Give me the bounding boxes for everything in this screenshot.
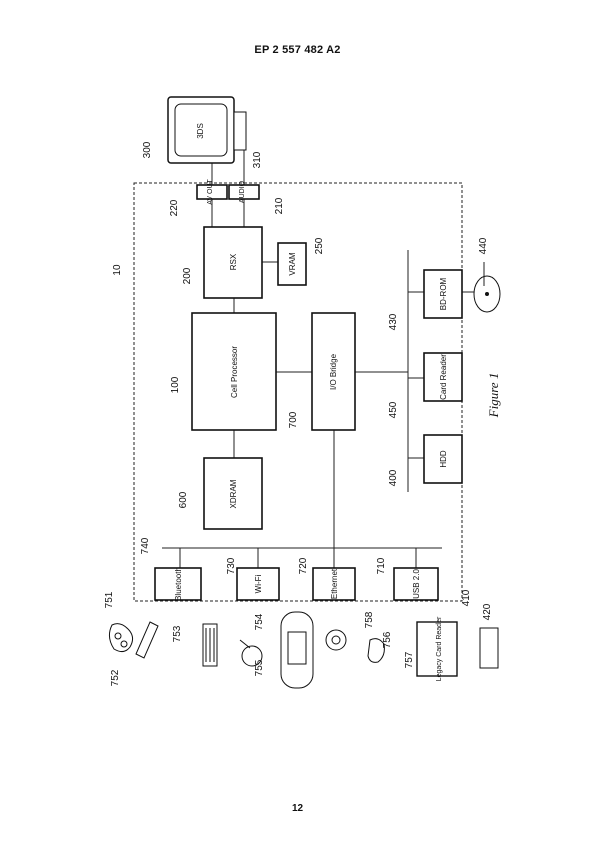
card-reader-label: Card Reader: [439, 354, 448, 400]
ref-100: 100: [170, 376, 181, 393]
wifi-label: Wi-Fi: [254, 574, 263, 593]
ref-751: 751: [104, 591, 115, 608]
ref-757: 757: [404, 651, 415, 668]
ref-440: 440: [478, 237, 489, 254]
ethernet-block: Ethernet: [312, 567, 356, 601]
ref-754: 754: [254, 613, 265, 630]
ref-600: 600: [178, 491, 189, 508]
audio-label: AUDIO: [239, 180, 246, 203]
ref-710: 710: [376, 557, 387, 574]
ref-752: 752: [110, 669, 121, 686]
ref-10: 10: [112, 264, 123, 276]
ref-400: 400: [388, 469, 399, 486]
av-out-label: AV OUT: [207, 179, 214, 205]
ref-410: 410: [461, 589, 472, 606]
connection-lines: [162, 150, 485, 575]
display-device: 3DS: [167, 96, 247, 164]
io-bridge-label: I/O Bridge: [329, 353, 338, 390]
cell-processor-block: Cell Processor: [191, 312, 277, 431]
bd-rom-label: BD-ROM: [439, 277, 448, 310]
usb-label: USB 2.0: [412, 569, 421, 599]
mouse-icon: [241, 645, 263, 667]
audio-block: AUDIO: [228, 180, 260, 203]
ref-720: 720: [298, 557, 309, 574]
ref-310: 310: [252, 151, 263, 168]
card-reader-block: Card Reader: [423, 352, 463, 402]
bluetooth-block: Bluetooth: [154, 567, 202, 601]
usb-block: USB 2.0: [393, 567, 439, 601]
hdd-block: HDD: [423, 434, 463, 484]
av-out-block: AV OUT: [196, 179, 228, 205]
ref-300: 300: [142, 141, 153, 158]
ref-730: 730: [226, 557, 237, 574]
peripheral-sketches: [108, 611, 499, 689]
ref-250: 250: [314, 237, 325, 254]
ref-756: 756: [382, 631, 393, 648]
cell-processor-label: Cell Processor: [230, 346, 239, 398]
handheld-icon: [280, 611, 314, 689]
ref-740: 740: [140, 537, 151, 554]
ref-700: 700: [288, 411, 299, 428]
game-controller-icon: [108, 623, 134, 653]
ref-220: 220: [169, 199, 180, 216]
ref-758: 758: [364, 611, 375, 628]
ref-200: 200: [182, 267, 193, 284]
ref-753: 753: [172, 625, 183, 642]
disc-hole-icon: [485, 292, 489, 296]
ethernet-label: Ethernet: [330, 568, 339, 599]
reference-numerals: 300 310 220 210 10 200 250 440 430 100 7…: [104, 141, 493, 686]
camera-icon: [325, 629, 347, 651]
wifi-block: Wi-Fi: [236, 567, 280, 601]
rsx-block: RSX: [203, 226, 263, 299]
bluetooth-label: Bluetooth: [174, 567, 183, 601]
legacy-card-reader-label: Legacy Card Reader: [436, 616, 443, 681]
bd-rom-block: BD-ROM: [423, 269, 463, 319]
ref-420: 420: [482, 603, 493, 620]
vram-label: VRAM: [288, 252, 297, 275]
xdram-label: XDRAM: [229, 479, 238, 508]
memory-card-icon: [479, 627, 499, 669]
xdram-block: XDRAM: [203, 457, 263, 530]
ref-450: 450: [388, 401, 399, 418]
keyboard-icon: [202, 623, 218, 667]
figure-caption: Figure 1: [486, 373, 501, 419]
patent-header: EP 2 557 482 A2: [254, 44, 341, 56]
page-number: 12: [291, 803, 304, 814]
ref-430: 430: [388, 313, 399, 330]
ref-210: 210: [274, 197, 285, 214]
remote-icon: [135, 621, 159, 659]
display-label: 3DS: [196, 123, 205, 139]
legacy-card-reader-icon: [416, 621, 458, 677]
disc-icon: [473, 275, 501, 313]
vram-block: VRAM: [277, 242, 307, 286]
io-bridge-block: I/O Bridge: [311, 312, 356, 431]
headset-icon: [367, 638, 385, 663]
hdd-label: HDD: [439, 450, 448, 468]
ref-755: 755: [254, 659, 265, 676]
rsx-label: RSX: [229, 253, 238, 270]
